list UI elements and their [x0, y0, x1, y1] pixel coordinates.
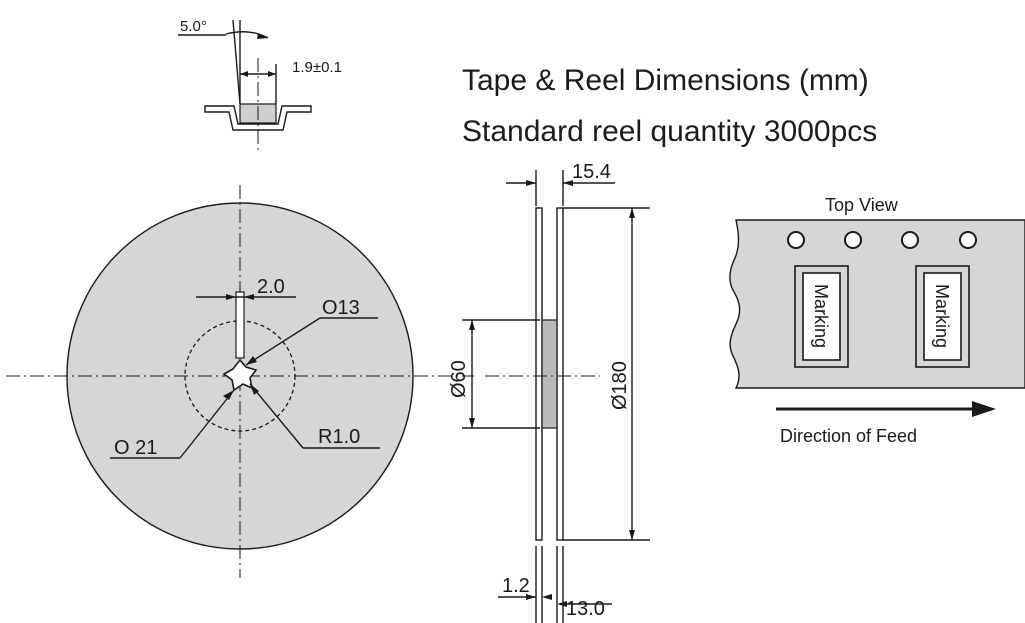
left-flange [535, 207, 543, 541]
top-view-title: Top View [825, 195, 899, 215]
r10-leader [249, 383, 304, 449]
slot-arrow-right [244, 294, 254, 300]
side-hub [541, 319, 558, 429]
o21-arrow [223, 390, 234, 400]
o21-leader [179, 389, 235, 459]
pocket-width-label: 1.9±0.1 [292, 59, 342, 76]
angle-line-slanted [232, 19, 241, 105]
sprocket-hole [959, 231, 977, 249]
inner-width-label: 13.0 [566, 598, 605, 620]
component-pocket [794, 265, 849, 368]
sprocket-hole [901, 231, 919, 249]
r10-arrow [250, 384, 259, 395]
spindle-slot [235, 291, 245, 359]
hub-arrow-top [469, 320, 475, 330]
flange-thickness-label: 1.2 [502, 575, 530, 597]
marking-label: Marking [811, 284, 831, 348]
o13-arrow [246, 356, 257, 365]
title-line-1: Tape & Reel Dimensions (mm) [462, 64, 869, 97]
pocket-angle-label: 5.0° [180, 18, 207, 35]
component-body [923, 272, 962, 361]
feed-direction-label: Direction of Feed [780, 426, 917, 446]
sprocket-hole [787, 231, 805, 249]
flange-arrow [526, 594, 536, 600]
right-flange [556, 207, 564, 541]
title-line-2: Standard reel quantity 3000pcs [462, 115, 877, 148]
slot-width-label: 2.0 [257, 276, 285, 298]
overall-arrow-left [526, 180, 536, 186]
width-arrow-right [268, 71, 276, 77]
feed-arrow-head [972, 401, 996, 417]
tape-strip [729, 219, 1025, 389]
inner-arrow [557, 601, 567, 607]
pocket-detail: 5.0° 1.9±0.1 [178, 18, 342, 150]
flange-arrow-2 [542, 594, 552, 600]
reel-side-view: 15.4 Ø60 Ø180 1.2 13.0 [448, 161, 650, 623]
hub-arrow-bottom [469, 418, 475, 428]
tape-top-view: Top View Marking Marking Direction of Fe… [729, 195, 1025, 446]
side-hub-diameter-label: Ø60 [448, 360, 470, 398]
marking-label: Marking [932, 284, 952, 348]
reel-diameter-label: Ø180 [609, 361, 631, 410]
reel-arrow-bottom [629, 530, 635, 540]
width-arrow-left [240, 71, 248, 77]
sprocket-hole [844, 231, 862, 249]
pocket-tape-profile [204, 105, 312, 131]
hub-diameter-label: O 21 [114, 437, 157, 459]
o13-leader [245, 317, 321, 366]
inner-diameter-label: O13 [322, 297, 360, 319]
component-body [802, 272, 841, 361]
radius-label: R1.0 [318, 426, 360, 448]
slot-arrow-left [226, 294, 236, 300]
center-bore [222, 358, 258, 392]
reel-arrow-top [629, 208, 635, 218]
component-pocket [915, 265, 970, 368]
angle-arrow [257, 33, 268, 39]
reel-front-view: 2.0 O13 O 21 R1.0 [6, 185, 474, 578]
overall-width-label: 15.4 [572, 161, 611, 183]
overall-arrow-right [563, 180, 573, 186]
